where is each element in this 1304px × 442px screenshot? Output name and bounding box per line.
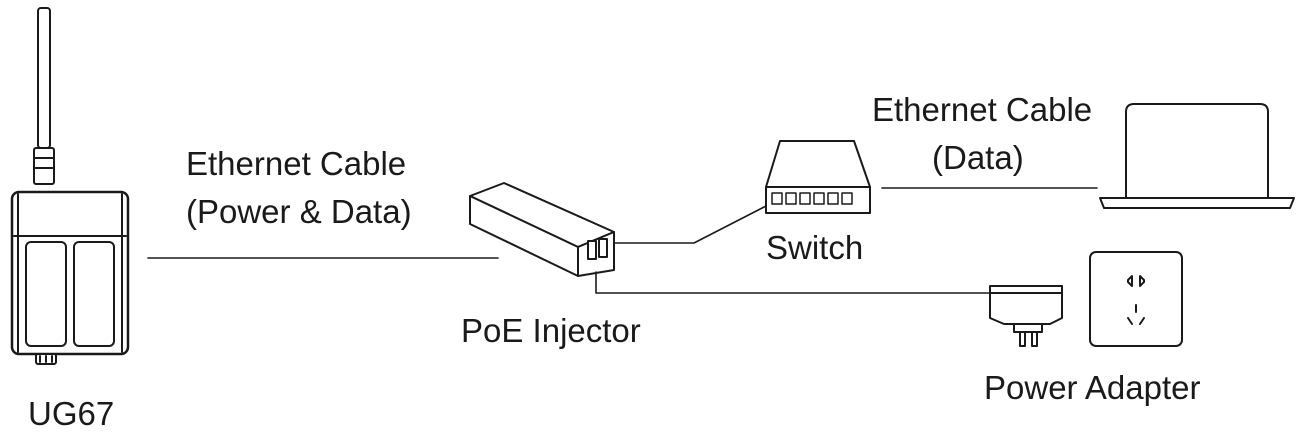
- gateway-label: UG67: [28, 395, 115, 432]
- network-switch-icon: [765, 140, 871, 214]
- cable-power-data-label-line2: (Power & Data): [186, 193, 412, 230]
- power-adapter-label: Power Adapter: [984, 369, 1201, 406]
- poe-injector-icon: [469, 182, 615, 277]
- power-adapter-plug-icon: [989, 285, 1063, 347]
- cable-data-label-line1: Ethernet Cable: [872, 91, 1093, 128]
- cable-power-supply: [595, 271, 991, 294]
- wall-socket-icon: [1089, 251, 1183, 347]
- switch-label: Switch: [766, 229, 864, 266]
- poe-injector-label: PoE Injector: [461, 312, 641, 349]
- cable-data-label-line2: (Data): [932, 139, 1024, 176]
- cable-poe-to-switch: [613, 205, 767, 244]
- cable-power-data-label-line1: Ethernet Cable: [186, 145, 407, 182]
- gateway-device-icon: [10, 7, 130, 365]
- laptop-icon: [1099, 103, 1295, 209]
